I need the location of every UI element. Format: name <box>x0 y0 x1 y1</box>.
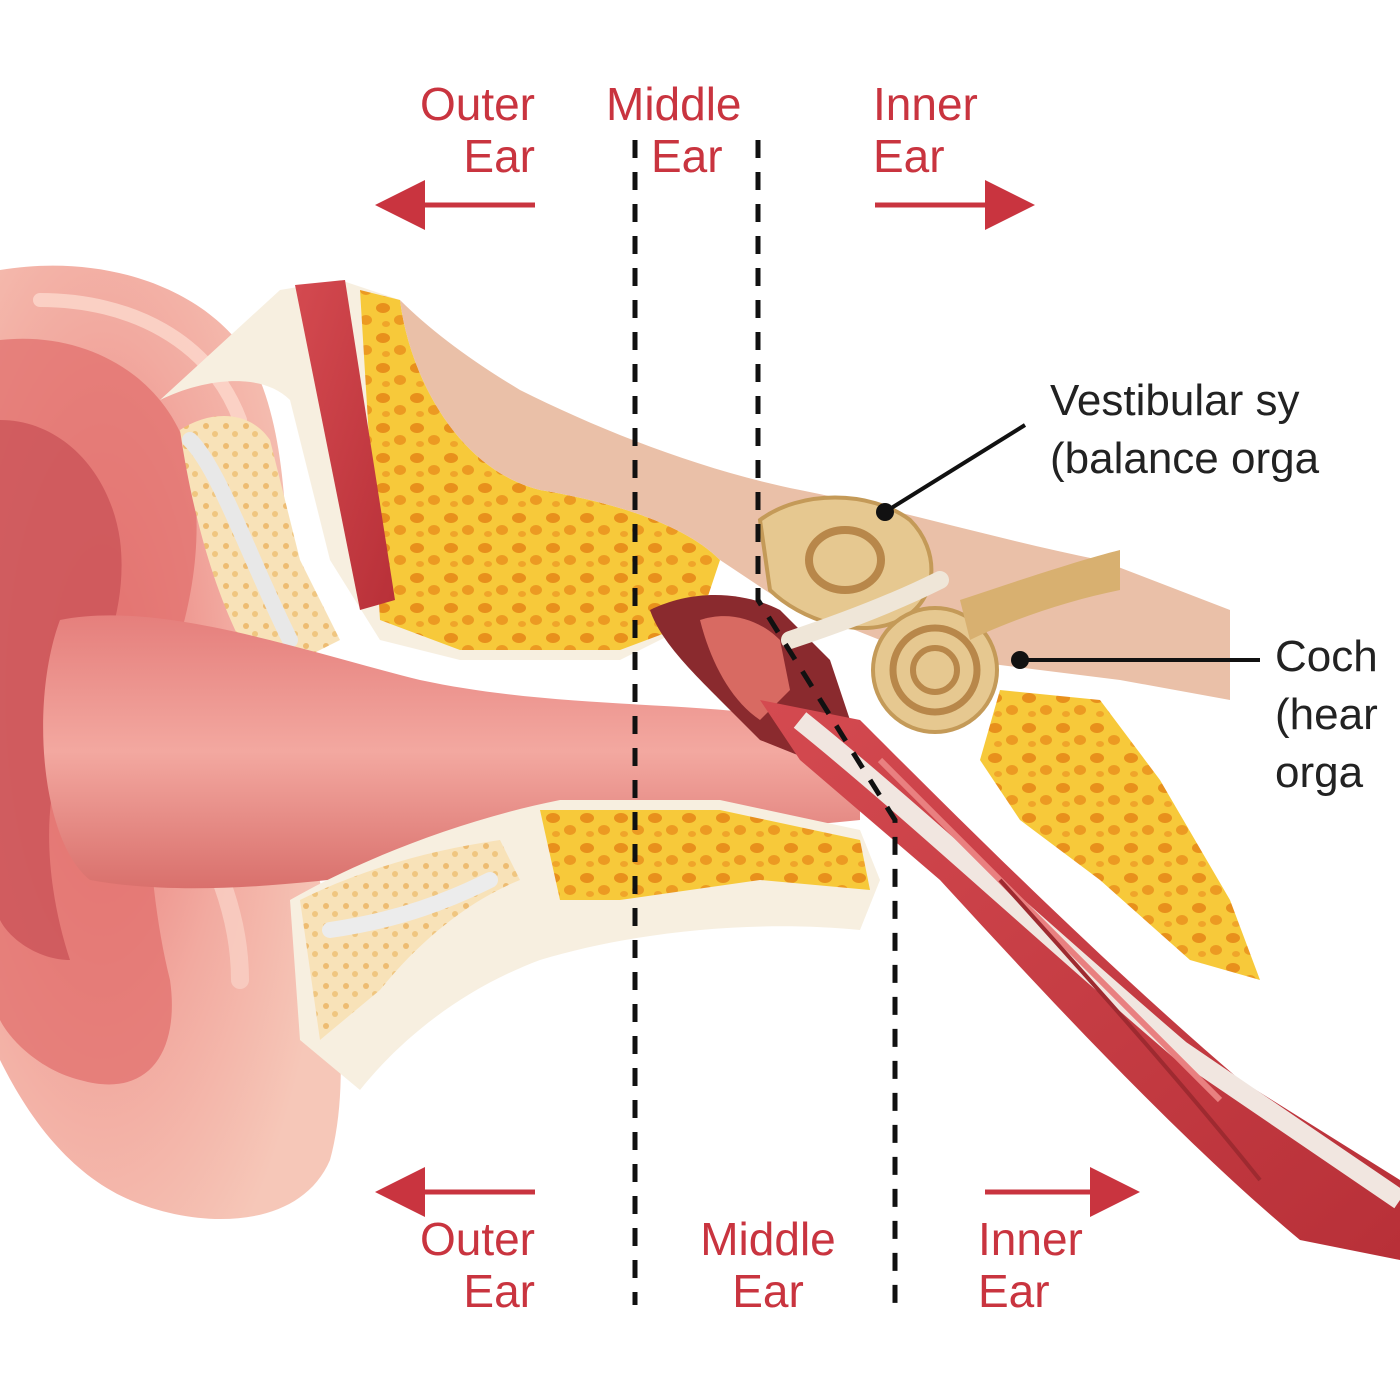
vestibular-line2: (balance orga <box>1050 434 1320 483</box>
cochlea-line3: orga <box>1275 748 1364 797</box>
vestibular-leader-line <box>883 423 1027 514</box>
top-middle-ear-label: Middle Ear <box>606 78 806 182</box>
cochlea-line1: Coch <box>1275 632 1378 681</box>
petrous-bone <box>980 690 1260 980</box>
direction-arrows <box>375 180 1140 1217</box>
vestibular-line1: Vestibular sy <box>1050 376 1300 425</box>
bottom-inner-line2: Ear <box>978 1265 1050 1317</box>
top-middle-line2: Ear <box>651 130 723 182</box>
vestibular-leader-dot <box>876 503 894 521</box>
bottom-middle-line2: Ear <box>732 1265 804 1317</box>
bottom-middle-ear-label: Middle Ear <box>668 1213 868 1317</box>
bottom-inner-ear-label: Inner Ear <box>978 1213 1138 1317</box>
top-outer-line2: Ear <box>463 130 535 182</box>
divider-middle-inner <box>755 140 898 1305</box>
top-middle-line1: Middle <box>606 78 742 130</box>
ossicles <box>700 616 790 720</box>
inner-ear-structures <box>757 495 1120 734</box>
bottom-inner-line1: Inner <box>978 1213 1083 1265</box>
upper-bone-section <box>160 280 720 660</box>
top-inner-line2: Ear <box>873 130 945 182</box>
eustachian-tube <box>760 700 1400 1260</box>
top-outer-ear-label: Outer Ear <box>375 78 535 182</box>
bottom-outer-line2: Ear <box>463 1265 535 1317</box>
region-dividers <box>632 140 898 1305</box>
cochlea-leader-dot <box>1011 651 1029 669</box>
bottom-outer-line1: Outer <box>419 1213 535 1265</box>
cochlea-label: Coch (hear orga <box>1275 628 1400 802</box>
vestibular-system-label: Vestibular sy (balance orga <box>1050 372 1400 488</box>
bottom-outer-ear-label: Outer Ear <box>375 1213 535 1317</box>
lower-bone-section <box>290 800 880 1090</box>
top-inner-ear-label: Inner Ear <box>873 78 1033 182</box>
top-outer-line1: Outer <box>419 78 535 130</box>
top-inner-line1: Inner <box>873 78 978 130</box>
cochlea-line2: (hear <box>1275 690 1378 739</box>
callout-leaders <box>876 423 1260 669</box>
bottom-middle-line1: Middle <box>700 1213 836 1265</box>
